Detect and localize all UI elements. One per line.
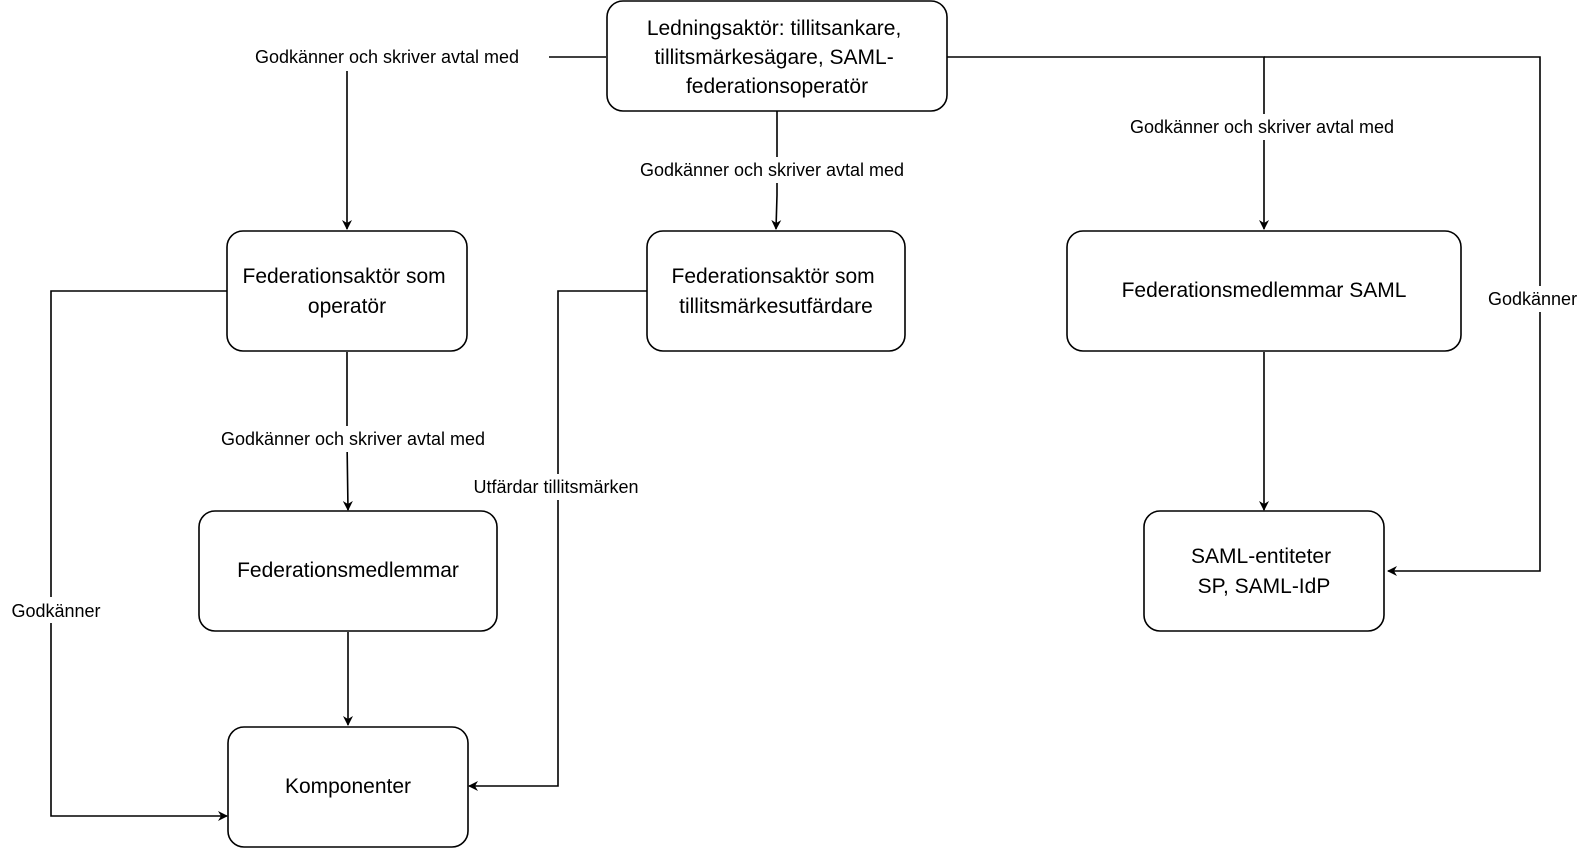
node-members-line-1: Federationsmedlemmar [237, 559, 459, 582]
node-components-line-1: Komponenter [285, 775, 411, 798]
svg-text:Federationsaktör som ope: Federationsaktör som operatör [243, 265, 452, 318]
edge-root-to-operator: Godkänner och skriver avtal med [225, 45, 606, 230]
edge-label-operator-to-members: Godkänner och skriver avtal med [221, 429, 485, 449]
node-saml-entiteter: SAML-entiteter SP, SAML-IdP [1143, 510, 1385, 632]
node-saml-entities-line-2: SP, SAML-IdP [1198, 575, 1331, 598]
edge-operator-to-components: Godkänner [0, 290, 228, 821]
node-saml-entities-line-1: SAML-entiteter [1191, 545, 1331, 568]
edge-root-to-saml-entities: Godkänner [1264, 56, 1594, 576]
node-saml-members-line-1: Federationsmedlemmar SAML [1122, 279, 1407, 302]
node-federationsaktor-issuer: Federationsaktör som tillitsmärkesutfärd… [646, 230, 906, 352]
edge-label-root-to-operator: Godkänner och skriver avtal med [255, 47, 519, 67]
node-komponenter: Komponenter [227, 726, 469, 848]
node-issuer-line-2: tillitsmärkesutfärdare [679, 295, 873, 318]
svg-text:Federationsaktör som til: Federationsaktör som tillitsmärkesutfärd… [672, 265, 881, 318]
edge-label-root-to-saml-members: Godkänner och skriver avtal med [1130, 117, 1394, 137]
edge-label-issuer-to-components: Utfärdar tillitsmärken [473, 477, 638, 497]
edge-label-operator-to-components: Godkänner [11, 601, 100, 621]
node-operator-line-2: operatör [308, 295, 386, 318]
node-issuer-line-1: Federationsaktör som [672, 265, 875, 288]
edge-operator-to-members: Godkänner och skriver avtal med [190, 352, 516, 511]
edge-label-root-to-saml-entities: Godkänner [1488, 289, 1577, 309]
node-federationsaktor-operator: Federationsaktör som operatör [226, 230, 468, 352]
edge-root-to-saml-members: Godkänner och skriver avtal med [947, 56, 1424, 230]
edge-issuer-to-components: Utfärdar tillitsmärken [452, 290, 662, 791]
svg-text:Federationsmedlemmar SAML: Federationsmedlemmar SAML [1122, 279, 1407, 302]
edge-label-root-to-issuer: Godkänner och skriver avtal med [640, 160, 904, 180]
node-federationsmedlemmar-saml: Federationsmedlemmar SAML [1066, 230, 1462, 352]
node-operator-line-1: Federationsaktör som [243, 265, 446, 288]
svg-text:Federationsmedlemmar: Federationsmedlemmar [237, 559, 459, 582]
svg-text:Komponenter: Komponenter [285, 775, 411, 798]
node-federationsmedlemmar: Federationsmedlemmar [198, 510, 498, 632]
svg-text:SAML-entiteter SP, SAML-: SAML-entiteter SP, SAML-IdP [1191, 545, 1337, 598]
node-ledningsaktor-line-2: tillitsmärkesägare, SAML- [654, 46, 893, 69]
node-ledningsaktor-line-3: federationsoperatör [686, 75, 868, 98]
node-ledningsaktor-line-1: Ledningsaktör: tillitsankare, [647, 17, 901, 40]
svg-text:Ledningsaktör: tillitsankare,: Ledningsaktör: tillitsankare, tillitsmär… [647, 17, 907, 98]
node-ledningsaktor: Ledningsaktör: tillitsankare, tillitsmär… [606, 0, 948, 112]
edge-root-to-issuer: Godkänner och skriver avtal med [610, 111, 934, 230]
